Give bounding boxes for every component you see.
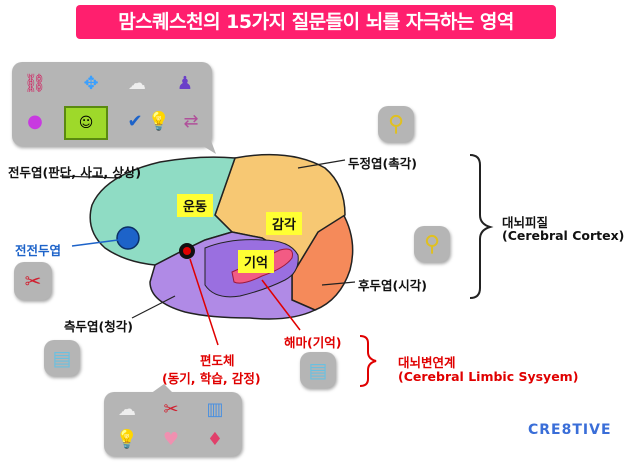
limbic-bracket	[359, 335, 377, 387]
amygdala-label: 편도체	[200, 353, 235, 368]
bottom-icon-box: ☁ ✂ ▥ 💡 ♥ ♦	[104, 392, 242, 456]
gem-icon: ♦	[206, 428, 224, 450]
hippocampus-label: 해마(기억)	[284, 335, 342, 350]
tools-icon: ✂	[24, 269, 42, 293]
temporal-label: 측두엽(청각)	[64, 319, 133, 334]
occipital-lobe	[291, 210, 354, 311]
tools-icon: ✂	[163, 398, 179, 420]
cloud-puzzle-icon: ☁	[128, 72, 146, 94]
magnifier-icon: ⚲	[387, 111, 405, 137]
frontal-label: 전두엽(판단, 사고, 상상)	[8, 165, 142, 180]
balloon-icon: ●	[27, 110, 43, 132]
hippocampus-pointer	[261, 279, 301, 331]
lightbulb-icon: 💡	[147, 110, 171, 132]
parietal-label: 두정엽(촉각)	[348, 156, 417, 171]
parietal-icon-box: ⚲	[378, 106, 414, 142]
amygdala-sub-label: (동기, 학습, 감정)	[162, 371, 261, 386]
prefrontal-pointer	[71, 239, 119, 247]
motor-label: 운동	[177, 194, 213, 217]
love-heart-icon: ♥	[162, 428, 180, 450]
books-icon: ▤	[308, 358, 328, 382]
occipital-icon-box: ⚲	[414, 226, 450, 262]
signpost-icon: ⇄	[183, 110, 199, 132]
occipital-label: 후두엽(시각)	[358, 278, 427, 293]
prefrontal-label: 전전두엽	[15, 243, 62, 258]
magnifier-icon: ⚲	[423, 231, 441, 257]
hippocampus-icon-box: ▤	[300, 352, 336, 388]
parietal-pointer	[297, 159, 346, 169]
sensory-label: 감각	[266, 212, 302, 235]
logo: CRE8TIVE	[528, 422, 612, 438]
limbic-label: 대뇌변연계	[398, 355, 456, 370]
figure-icon: ♟	[176, 72, 194, 94]
prefrontal-icon-box: ✂	[14, 262, 52, 300]
prefrontal-dot	[116, 226, 140, 250]
check-icon: ✔	[127, 110, 143, 132]
cortex-bracket	[469, 154, 494, 299]
book-icon: ▥	[206, 398, 224, 420]
cloud-puzzle-icon: ☁	[118, 398, 136, 420]
top-icon-box: ⛓ ✥ ☁ ♟ ● ☺ ✔ 💡 ⇄	[12, 62, 212, 146]
frontal-pointer	[59, 175, 121, 179]
memory-label: 기억	[238, 250, 274, 273]
cortex-label: 대뇌피질	[502, 215, 549, 230]
limbic-sub-label: (Cerebral Limbic Sysyem)	[398, 369, 579, 384]
amygdala-pointer	[189, 258, 219, 346]
chain-link-icon: ⛓	[23, 72, 47, 94]
cortex-sub-label: (Cerebral Cortex)	[502, 228, 625, 243]
temporal-icon-box: ▤	[44, 340, 80, 376]
arrows-icon: ✥	[83, 72, 99, 94]
temporal-pointer	[131, 295, 176, 319]
page-title: 맘스퀘스천의 15가지 질문들이 뇌를 자극하는 영역	[76, 5, 556, 39]
lightbulb-icon: 💡	[115, 428, 139, 450]
books-icon: ▤	[52, 346, 72, 370]
occipital-pointer	[321, 281, 356, 286]
picture-frame-icon: ☺	[64, 106, 108, 140]
